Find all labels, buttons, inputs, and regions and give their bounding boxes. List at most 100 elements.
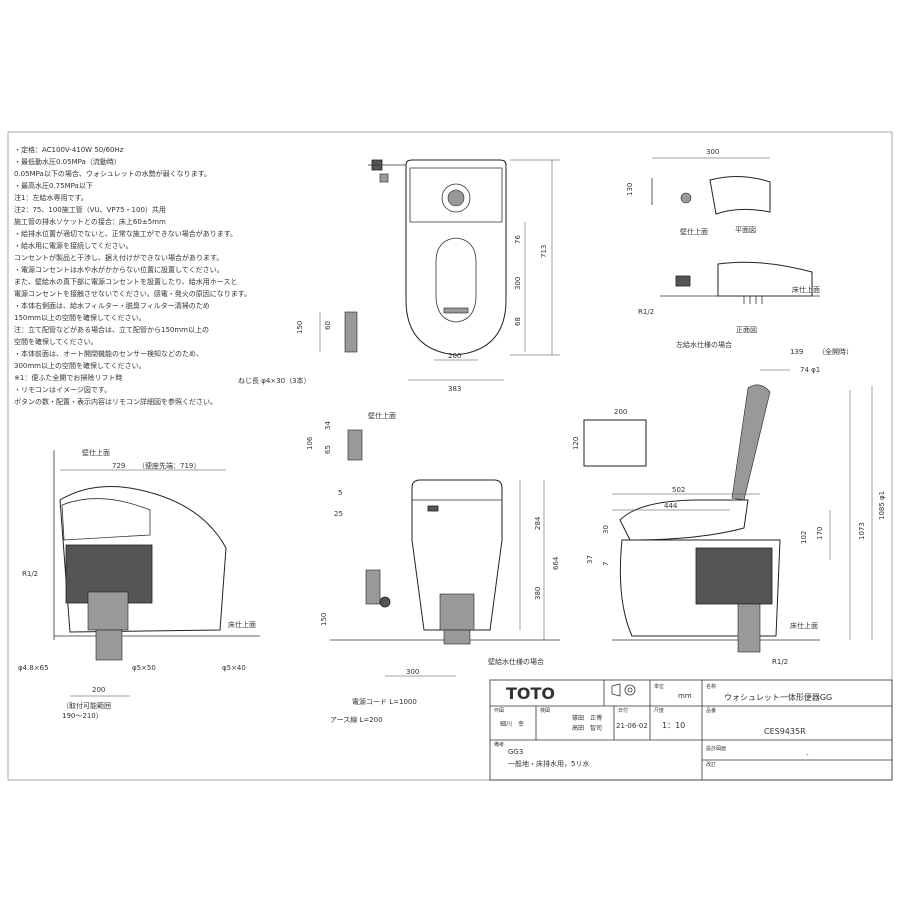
install-range: （取付可能範囲 xyxy=(62,701,111,710)
spec-note-line: ・給排水位置が適切でないと、正常な施工ができない場合があります。 xyxy=(14,230,238,238)
hole-48: φ4.8×65 xyxy=(18,664,49,672)
dim-150: 150 xyxy=(296,321,304,334)
r12-top: R1/2 xyxy=(638,308,654,316)
dim-106: 106 xyxy=(306,436,314,450)
dim-383: 383 xyxy=(448,385,461,393)
scale: 1：10 xyxy=(662,721,685,730)
spec-note-line: ・電源コンセントは水や水がかからない位置に設置してください。 xyxy=(14,266,224,274)
hdr-check: 検図 xyxy=(540,707,550,714)
spec-note-line: ボタンの数・配置・表示内容はリモコン詳細図を参照ください。 xyxy=(14,398,217,406)
spec-note-line: ・リモコンはイメージ図です。 xyxy=(14,386,112,394)
dim-120: 120 xyxy=(572,437,580,450)
spec-note-line: ・給水用に電源を接続してください。 xyxy=(14,242,133,250)
dim-200: 200 xyxy=(448,352,461,360)
dim-139: 139 xyxy=(790,348,803,356)
dim-664: 664 xyxy=(552,556,560,570)
checked-by-2: 高田 智司 xyxy=(572,724,602,732)
unit: mm xyxy=(678,692,692,700)
hdr-rev: 改訂 xyxy=(706,761,716,768)
wall-finish-1: 壁仕上面 xyxy=(680,227,708,236)
series: GG3 xyxy=(508,748,523,756)
dim-300-front: 300 xyxy=(406,668,419,676)
drawn-by: 細川 幸 xyxy=(500,720,524,728)
plan-view-label: 平面図 xyxy=(735,226,756,234)
title-block xyxy=(489,679,893,781)
date: 21-06-02 xyxy=(616,722,648,730)
r12-left: R1/2 xyxy=(22,570,38,578)
spec-note-line: ・最高水圧0.75MPa以下 xyxy=(14,182,93,190)
dim-200-left: 200 xyxy=(92,686,105,694)
dim-60: 60 xyxy=(324,321,332,330)
install-range-vals: 190～210） xyxy=(62,712,103,720)
spec-note-line: 注：立て配管などがある場合は、立て配管から150mm以上の xyxy=(14,326,209,334)
supply-detail xyxy=(651,157,820,304)
hdr-note: 備考 xyxy=(494,741,504,748)
spec-note-line: 施工管の排水ソケットとの接合：床上60±5mm xyxy=(14,218,166,226)
dim-150-front: 150 xyxy=(320,613,328,626)
dim-7: 7 xyxy=(602,562,610,566)
drawing-no: 設計図面 xyxy=(706,745,726,752)
seat-cl: （便座先端：719） xyxy=(138,461,200,470)
side-view-right xyxy=(583,369,873,653)
hole-550: φ5×50 xyxy=(132,664,156,672)
dim-200-right: 200 xyxy=(614,408,627,416)
spec-note-line: 空間を確保してください。 xyxy=(14,338,98,346)
floor-finish-1: 床仕上面 xyxy=(792,285,820,294)
spec-note-line: ※1：便ふた全開でお掃除リフト時 xyxy=(14,374,123,382)
r12-right: R1/2 xyxy=(772,658,788,666)
side-wall-case: 左給水仕様の場合 xyxy=(676,340,732,349)
model-number: CES9435R xyxy=(764,727,806,736)
hole-540: φ5×40 xyxy=(222,664,246,672)
floor-finish-2: 床仕上面 xyxy=(228,620,256,629)
dim-68: 68 xyxy=(514,317,522,326)
floor-finish-3: 床仕上面 xyxy=(790,621,818,630)
projection-symbol-icon xyxy=(611,683,636,697)
hdr-date: 日付 xyxy=(618,707,628,714)
wall-finish-3: 壁仕上面 xyxy=(368,411,396,420)
hdr-unit: 単位 xyxy=(654,683,664,690)
dim-380: 380 xyxy=(534,587,542,600)
spec-note-line: 0.05MPa以下の場合、ウォシュレットの水勢が弱くなります。 xyxy=(14,170,211,178)
dim-65: 65 xyxy=(324,445,332,454)
side-view-left xyxy=(53,450,260,697)
spec-note-line: 注2：75、100施工管（VU、VP75・100）共用 xyxy=(14,206,166,214)
dim-729: 729 xyxy=(112,462,125,470)
dim-102: 102 xyxy=(800,531,808,544)
spec-note-line: 電源コンセントを接触させないでください。感電・発火の原因になります。 xyxy=(14,290,252,298)
spec: 一般地・床排水用，5リ水 xyxy=(508,759,589,768)
dim-300: 300 xyxy=(514,277,522,290)
sheet-border xyxy=(7,131,893,781)
spec-note-line: 150mm以上の空間を確保してください。 xyxy=(14,314,146,322)
hdr-scale: 尺度 xyxy=(654,707,664,714)
spec-note-line: ・本体右側面は、給水フィルター・脱臭フィルター清掃のため xyxy=(14,302,210,310)
spec-note-line: ・本体前面は、オート開閉機能のセンサー検知などのため、 xyxy=(14,350,203,358)
screw-note: ねじ長 φ4×30（3本） xyxy=(238,376,311,385)
power-cord: 電源コード L=1000 xyxy=(352,697,417,706)
rev-dash: - xyxy=(806,751,809,759)
supply-valve-top xyxy=(368,159,406,183)
dim-170: 170 xyxy=(816,527,824,540)
full-open: （全開時） xyxy=(818,347,853,356)
earth-wire: アース線 L=200 xyxy=(330,715,383,724)
dim-76: 76 xyxy=(514,235,522,244)
dim-5: 5 xyxy=(338,489,342,497)
spec-note-line: 300mm以上の空間を確保してください。 xyxy=(14,362,146,370)
wall-plate xyxy=(344,311,358,353)
wall-drain-case: 壁給水仕様の場合 xyxy=(488,657,544,666)
hdr-name: 名称 xyxy=(706,683,716,690)
front-view-label: 正面図 xyxy=(736,326,757,334)
dim-300-top: 300 xyxy=(706,148,719,156)
dim-74: 74 φ1 xyxy=(800,366,820,374)
checked-by: 篠田 正博 xyxy=(572,714,602,722)
top-view xyxy=(319,159,560,381)
dim-284: 284 xyxy=(534,516,542,530)
dim-1073: 1073 xyxy=(858,522,866,540)
front-view xyxy=(330,429,560,677)
dim-502: 502 xyxy=(672,486,685,494)
hdr-model: 品番 xyxy=(706,707,716,714)
product-name: ウォシュレット一体形便器GG xyxy=(724,692,832,702)
spec-note-line: ・定格：AC100V-410W 50/60Hz xyxy=(14,146,124,154)
wall-finish-2: 壁仕上面 xyxy=(82,448,110,457)
